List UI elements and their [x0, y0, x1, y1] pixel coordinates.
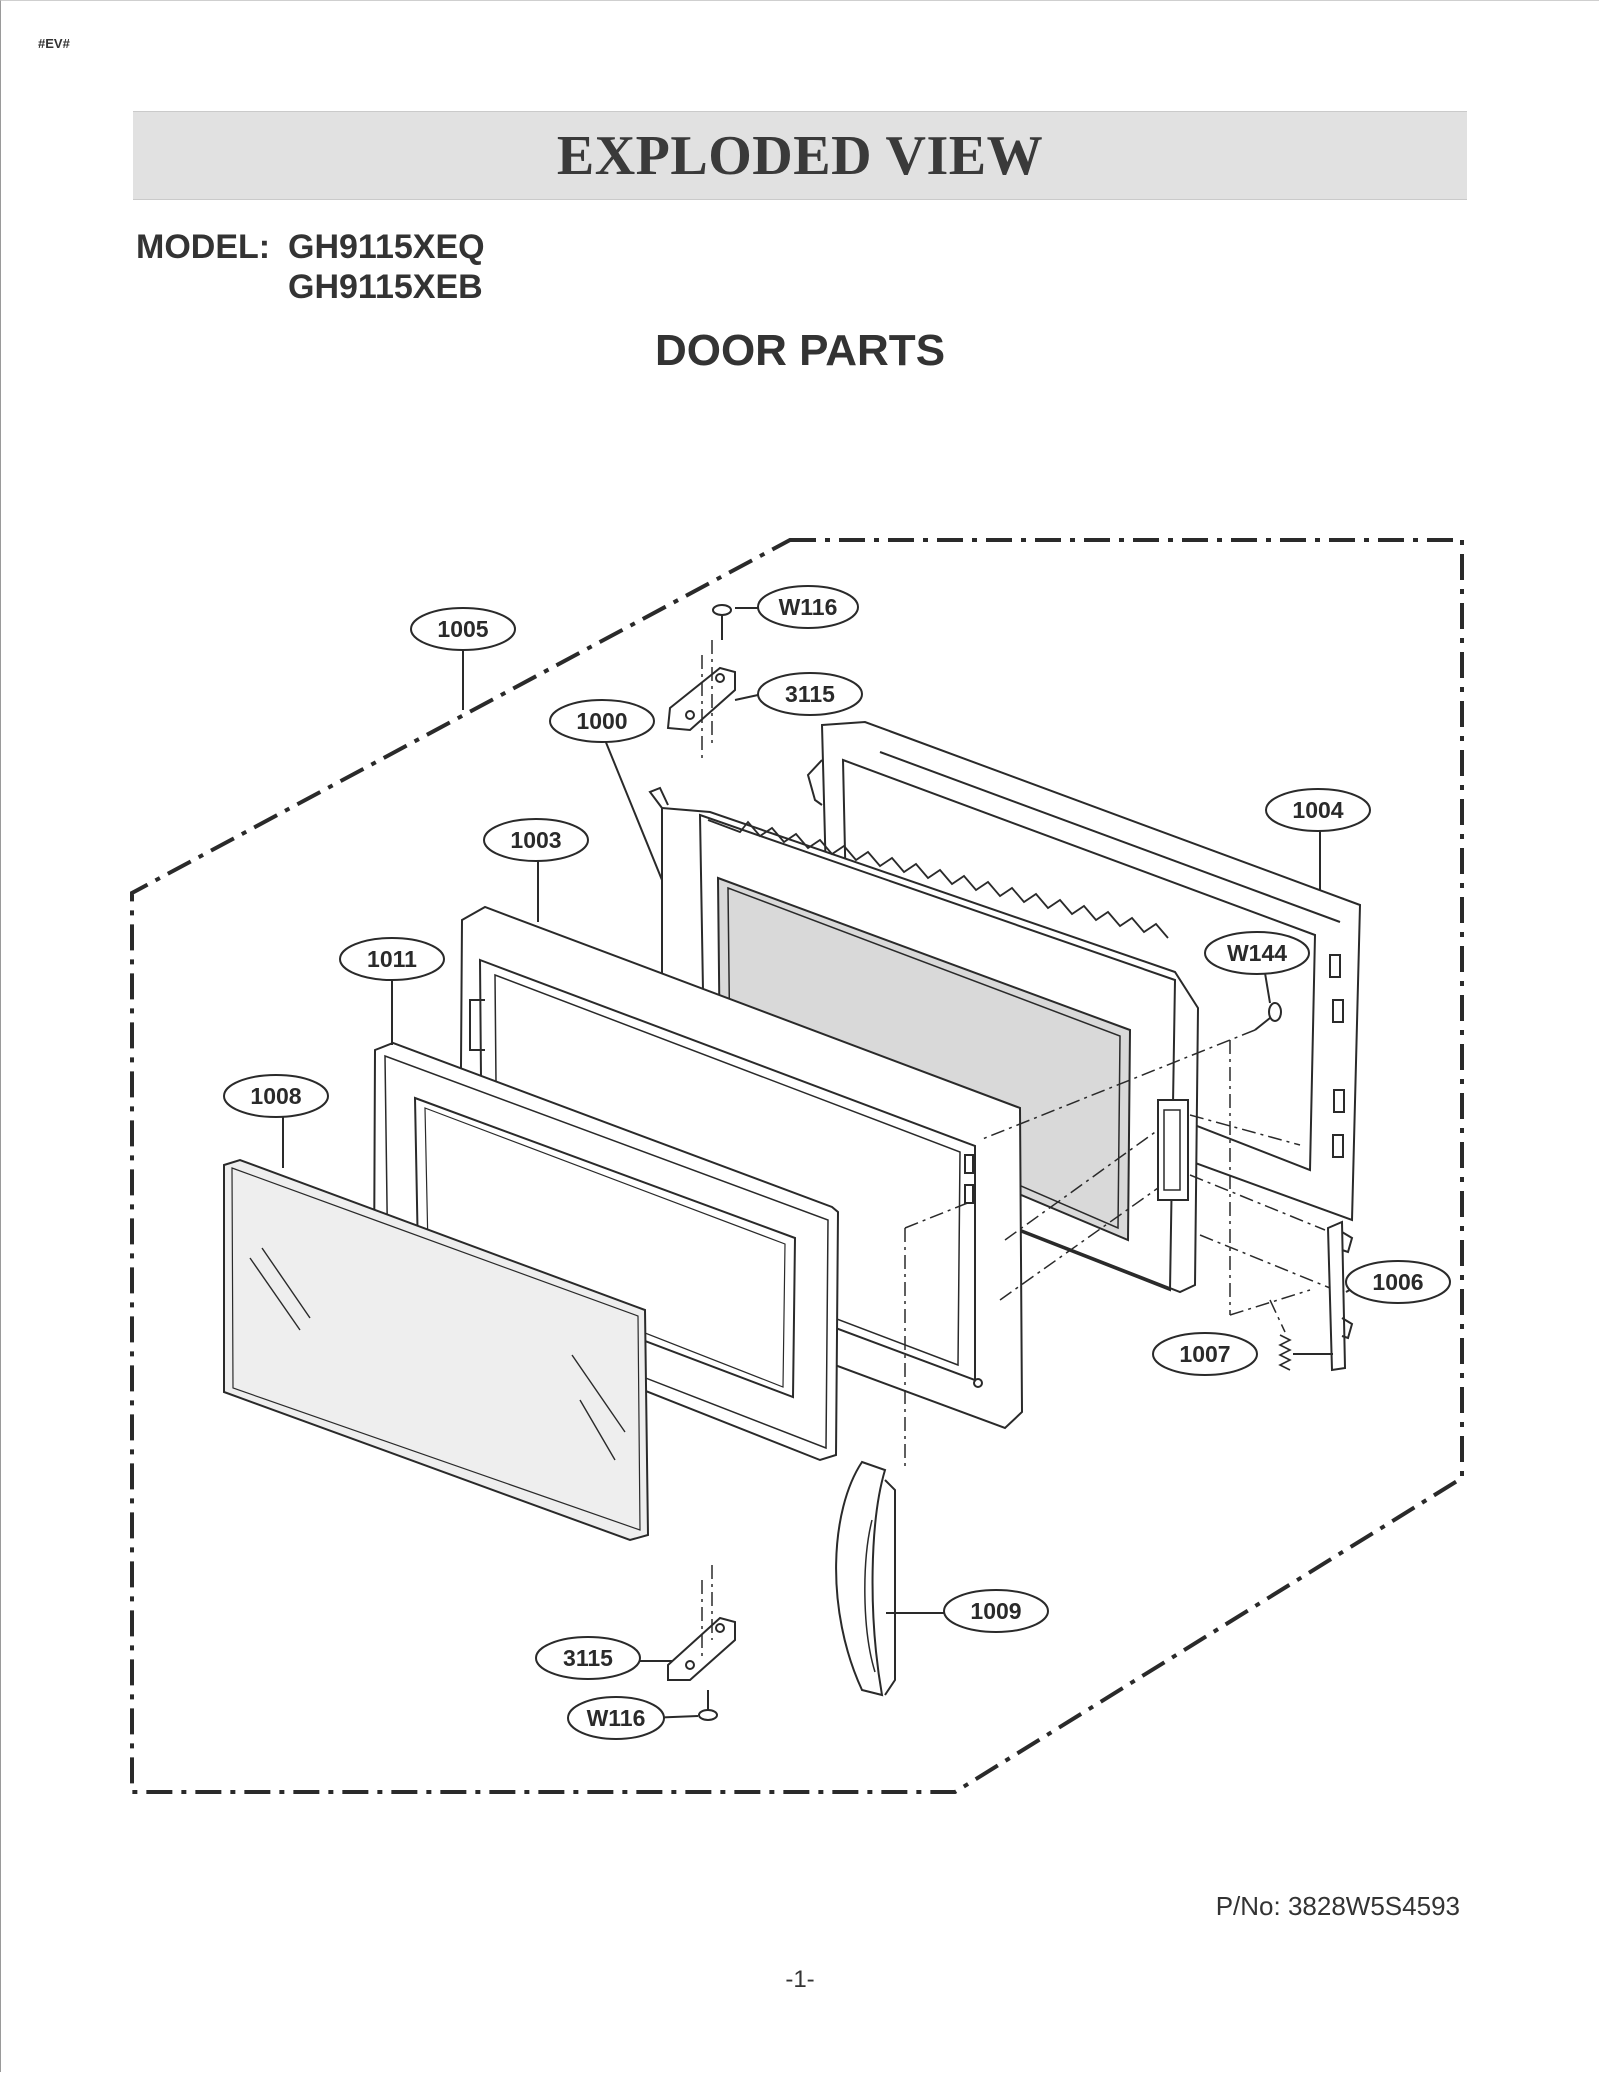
- callout-w116-bottom: W116: [567, 1696, 665, 1740]
- door-frame-part: [639, 786, 1200, 1294]
- door-glass-part: [223, 1158, 650, 1542]
- upper-screw-part: [712, 604, 732, 640]
- callout-1005: 1005: [410, 607, 516, 651]
- callout-1006-label: 1006: [1372, 1269, 1423, 1295]
- model-label: MODEL:: [136, 228, 271, 266]
- upper-hinge-part: [666, 666, 736, 732]
- callout-1000: 1000: [549, 699, 655, 743]
- model-number-2: GH9115XEB: [288, 268, 483, 306]
- callout-1007: 1007: [1152, 1332, 1258, 1376]
- callout-1000-label: 1000: [576, 708, 627, 734]
- side-screw-part: [1254, 1002, 1282, 1031]
- leader-lines: [282, 607, 1356, 1719]
- model-number-1: GH9115XEQ: [288, 228, 485, 266]
- callout-1009-label: 1009: [970, 1598, 1021, 1624]
- callout-1008: 1008: [223, 1074, 329, 1118]
- callout-w116-bottom-label: W116: [587, 1705, 646, 1731]
- title-band: EXPLODED VIEW: [133, 111, 1467, 200]
- callout-1011-label: 1011: [367, 946, 417, 972]
- callout-1011: 1011: [339, 937, 445, 981]
- page-number: -1-: [785, 1966, 815, 1993]
- callout-3115-top: 3115: [757, 672, 863, 716]
- lower-screw-part: [698, 1690, 718, 1721]
- callout-1007-label: 1007: [1179, 1341, 1230, 1367]
- callout-3115-bottom-label: 3115: [563, 1645, 613, 1671]
- page-title: EXPLODED VIEW: [556, 124, 1044, 187]
- callout-1003: 1003: [483, 818, 589, 862]
- callout-w144-label: W144: [1227, 940, 1287, 966]
- assembly-boundary: [130, 538, 1464, 1794]
- callout-1005-label: 1005: [437, 616, 488, 642]
- callout-1003-label: 1003: [510, 827, 561, 853]
- door-choke-frame-part: [372, 1041, 840, 1462]
- lower-hinge-part: [667, 1616, 736, 1681]
- callout-1008-label: 1008: [250, 1083, 301, 1109]
- callout-w144: W144: [1204, 931, 1310, 975]
- part-number: P/No: 3828W5S4593: [1215, 1891, 1460, 1921]
- callout-1009: 1009: [943, 1589, 1049, 1633]
- door-handle-part: [835, 1460, 896, 1697]
- latch-part: [1326, 1220, 1354, 1372]
- section-title: DOOR PARTS: [654, 326, 946, 375]
- callout-3115-bottom: 3115: [535, 1636, 641, 1680]
- callout-w116-top-label: W116: [779, 594, 838, 620]
- callout-3115-top-label: 3115: [785, 681, 835, 707]
- callout-1004-label: 1004: [1292, 797, 1343, 823]
- assembly-guide-lines: [701, 640, 1331, 1660]
- document-code: #EV#: [38, 36, 70, 51]
- callout-w116-top: W116: [757, 585, 859, 629]
- callout-1004: 1004: [1265, 788, 1371, 832]
- spring-part: [1278, 1334, 1292, 1371]
- callout-1006: 1006: [1345, 1260, 1451, 1304]
